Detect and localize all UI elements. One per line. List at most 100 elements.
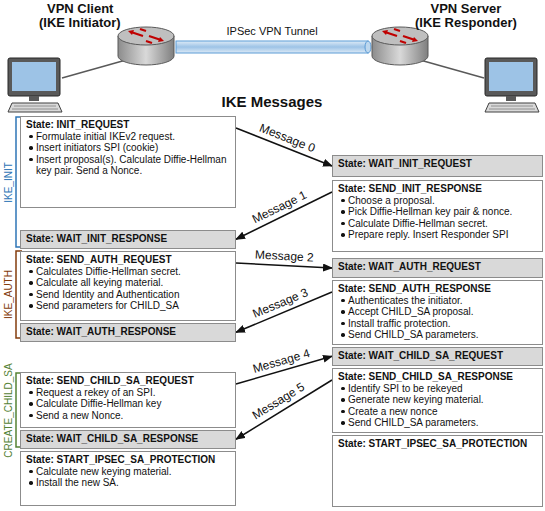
state-heading: State: WAIT_AUTH_REQUEST <box>338 261 538 273</box>
bullet-text: Calculate Diffie-Hellman key <box>36 398 161 409</box>
diagram-title: IKE Messages <box>222 93 323 110</box>
bullet-dot <box>341 322 345 326</box>
bullet-text: Send parameters for CHILD_SA <box>36 300 179 311</box>
state-box: State: START_IPSEC_SA_PROTECTION <box>332 435 543 507</box>
wait-state-box: State: WAIT_AUTH_RESPONSE <box>20 323 236 342</box>
bullet-text: Authenticates the initiator. <box>348 295 463 306</box>
state-heading: State: START_IPSEC_SA_PROTECTION <box>26 454 231 466</box>
bullet-item: Send a new Nonce. <box>26 410 231 422</box>
bullet-dot <box>29 270 33 274</box>
state-heading: State: WAIT_INIT_REQUEST <box>338 158 538 170</box>
bullet-dot <box>341 199 345 203</box>
message-label: Message 1 <box>250 187 309 225</box>
endpoint-label: (IKE Responder) <box>415 15 517 30</box>
bullet-dot <box>29 146 33 150</box>
bullet-dot <box>29 481 33 485</box>
state-box: State: INIT_REQUESTFormulate initial IKE… <box>20 116 236 208</box>
bullet-item: Create a new nonce <box>338 406 538 418</box>
bullet-dot <box>341 387 345 391</box>
bullet-text: Calculate new keying material. <box>36 466 172 477</box>
bullet-text: Request a rekey of an SPI. <box>36 387 156 398</box>
bullet-text: Install the new SA. <box>36 477 119 488</box>
phase-label: IKE_AUTH <box>2 270 13 319</box>
bullet-text: Send CHILD_SA parameters. <box>348 329 479 340</box>
bullet-item: Request a rekey of an SPI. <box>26 387 231 399</box>
wait-state-box: State: WAIT_AUTH_REQUEST <box>332 258 543 278</box>
bullet-item: Identify SPI to be rekeyed <box>338 383 538 395</box>
wait-state-box: State: WAIT_CHILD_SA_RESPONSE <box>20 430 236 449</box>
bullet-text: Install traffic protection. <box>348 318 451 329</box>
state-box: State: SEND_CHILD_SA_RESPONSEIdentify SP… <box>332 368 543 433</box>
bullet-dot <box>341 410 345 414</box>
bullet-dot <box>29 135 33 139</box>
state-box: State: START_IPSEC_SA_PROTECTIONCalculat… <box>20 451 236 506</box>
phase-label: IKE_INIT <box>2 162 13 203</box>
state-heading: State: WAIT_AUTH_RESPONSE <box>26 326 231 338</box>
bullet-dot <box>29 391 33 395</box>
bullet-text: Insert proposal(s). Calculate Diffie-Hel… <box>36 154 226 177</box>
phase-label: CREATE_CHILD_SA <box>3 363 14 457</box>
bullet-dot <box>29 402 33 406</box>
state-heading: State: SEND_AUTH_REQUEST <box>26 254 231 266</box>
bullet-text: Choose a proposal. <box>348 195 435 206</box>
bullet-dot <box>341 398 345 402</box>
bullet-item: Install the new SA. <box>26 477 231 489</box>
state-box: State: SEND_CHILD_SA_REQUESTRequest a re… <box>20 372 236 428</box>
bullet-item: Calculates Diffie-Hellman secret. <box>26 266 231 278</box>
bullet-item: Prepare reply. Insert Responder SPI <box>338 229 538 241</box>
bullet-item: Send parameters for CHILD_SA <box>26 300 231 312</box>
message-label: Message 0 <box>258 120 318 155</box>
bullet-dot <box>29 304 33 308</box>
state-heading: State: SEND_INIT_RESPONSE <box>338 183 538 195</box>
bullet-text: Generate new keying material. <box>348 394 484 405</box>
bullet-item: Send CHILD_SA parameters. <box>338 417 538 429</box>
endpoint-label: VPN Client <box>47 1 113 16</box>
wire <box>62 60 126 78</box>
bullet-dot <box>341 421 345 425</box>
bullet-dot <box>341 310 345 314</box>
bullet-item: Insert initiators SPI (cookie) <box>26 142 231 154</box>
router-icon <box>372 27 428 65</box>
bullet-dot <box>341 299 345 303</box>
bullet-text: Identify SPI to be rekeyed <box>348 383 463 394</box>
bullet-item: Generate new keying material. <box>338 394 538 406</box>
wait-state-box: State: WAIT_INIT_RESPONSE <box>20 230 236 249</box>
bullet-text: Send a new Nonce. <box>36 410 123 421</box>
bullet-text: Pick Diffie-Hellman key pair & nonce. <box>348 206 512 217</box>
bullet-text: Calculate all keying material. <box>36 277 163 288</box>
message-label: Message 3 <box>250 285 310 321</box>
state-box: State: SEND_AUTH_RESPONSEAuthenticates t… <box>332 280 543 345</box>
bullet-dot <box>29 414 33 418</box>
message-arrow <box>236 263 332 268</box>
endpoint-label: VPN Server <box>431 1 502 16</box>
bullet-text: Send CHILD_SA parameters. <box>348 417 479 428</box>
message-arrow <box>236 380 332 439</box>
state-heading: State: START_IPSEC_SA_PROTECTION <box>338 438 538 450</box>
bullet-item: Install traffic protection. <box>338 318 538 330</box>
bullet-text: Send Identity and Authentication <box>36 289 179 300</box>
bullet-text: Insert initiators SPI (cookie) <box>36 142 158 153</box>
bullet-dot <box>341 210 345 214</box>
bullet-dot <box>29 158 33 162</box>
state-heading: State: WAIT_CHILD_SA_REQUEST <box>338 350 538 362</box>
state-heading: State: WAIT_CHILD_SA_RESPONSE <box>26 433 231 445</box>
bullet-dot <box>341 222 345 226</box>
bullet-item: Pick Diffie-Hellman key pair & nonce. <box>338 206 538 218</box>
bullet-item: Calculate Diffie-Hellman secret. <box>338 218 538 230</box>
state-heading: State: SEND_AUTH_RESPONSE <box>338 283 538 295</box>
bullet-dot <box>341 233 345 237</box>
bullet-item: Calculate new keying material. <box>26 466 231 478</box>
wait-state-box: State: WAIT_INIT_REQUEST <box>332 155 543 177</box>
bullet-item: Send CHILD_SA parameters. <box>338 329 538 341</box>
bullet-dot <box>341 333 345 337</box>
wire <box>420 60 484 78</box>
bullet-text: Calculate Diffie-Hellman secret. <box>348 218 488 229</box>
bullet-text: Create a new nonce <box>348 406 438 417</box>
bullet-item: Choose a proposal. <box>338 195 538 207</box>
state-box: State: SEND_AUTH_REQUESTCalculates Diffi… <box>20 251 236 321</box>
bullet-item: Calculate Diffie-Hellman key <box>26 398 231 410</box>
tunnel-label: IPSec VPN Tunnel <box>227 25 318 37</box>
router-icon <box>118 27 174 65</box>
bullet-dot <box>29 293 33 297</box>
computer-icon <box>485 58 539 112</box>
